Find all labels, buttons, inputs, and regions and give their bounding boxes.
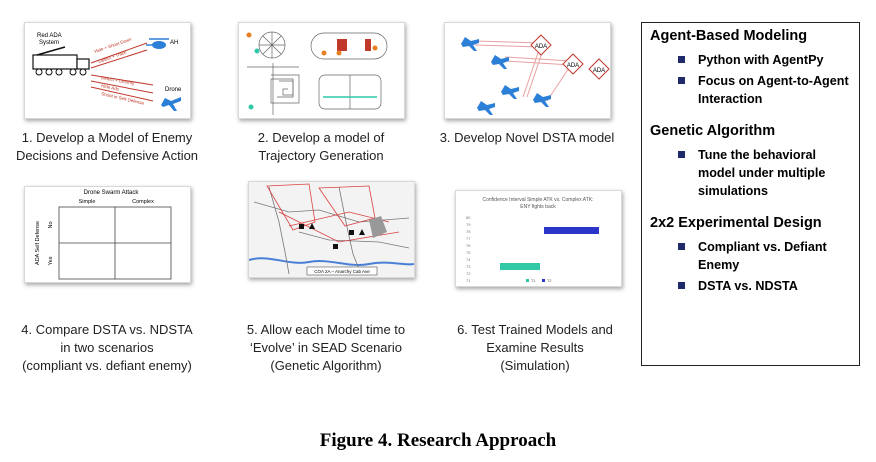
list-item: DSTA vs. NDSTA: [678, 277, 851, 295]
step-caption-5: 5. Allow each Model time to ‘Evolve’ in …: [246, 322, 406, 373]
y-tick: 79: [466, 222, 471, 227]
section-heading: Genetic Algorithm: [650, 123, 776, 139]
row-label-yes: Yes: [48, 256, 54, 265]
chart-title-1: Confidence Interval Simple ATK vs. Compl…: [483, 197, 594, 203]
square-bullet-icon: [678, 151, 685, 158]
y-tick: 78: [466, 229, 471, 234]
list-item: Focus on Agent-to-Agent Interaction: [678, 72, 851, 108]
ada-site-icon: [588, 58, 610, 80]
arrow-label: Detect + Track: [98, 49, 128, 63]
ada-site-icon: [562, 53, 584, 75]
step-caption-4: 4. Compare DSTA vs. NDSTA in two scenari…: [21, 322, 193, 373]
arrow-label: Hide + Shoot Down: [94, 36, 133, 54]
section-list: Tune the behavioral model under multiple…: [650, 146, 851, 200]
lower-bar: [500, 263, 540, 270]
y-tick: 77: [466, 236, 471, 241]
aircraft-icon: [491, 55, 509, 69]
arrow-label: Shoot in Self-Defense: [101, 91, 145, 106]
thumb-trajectory: [238, 22, 405, 119]
thumb-sead-map: COA 2A – Anarchy Cab Ave: [248, 181, 415, 278]
system-label-1: Red ADA: [37, 33, 62, 39]
square-bullet-icon: [678, 282, 685, 289]
list-item: Tune the behavioral model under multiple…: [678, 146, 851, 200]
thumb-results-chart: Confidence Interval Simple ATK vs. Compl…: [455, 190, 622, 287]
step-caption-1: 1. Develop a Model of Enemy Decisions an…: [15, 130, 199, 163]
chart-title-2: ENY fights back: [520, 204, 556, 210]
aircraft-icon: [477, 101, 495, 115]
ada-label: ADA: [535, 44, 547, 50]
square-bullet-icon: [678, 77, 685, 84]
ada-site-icon: [530, 34, 552, 56]
enemy-model-diagram: Red ADA System Hide + Shoot Down Detect …: [32, 33, 182, 111]
square-bullet-icon: [678, 56, 685, 63]
arrow-label: Detect + Destroy: [101, 75, 136, 86]
results-chart: Confidence Interval Simple ATK vs. Compl…: [466, 197, 599, 283]
aircraft-icon: [501, 85, 519, 99]
y-tick: 71: [466, 278, 471, 283]
legend-label: T1: [531, 279, 535, 283]
y-tick: 72: [466, 271, 471, 276]
helicopter-icon: [146, 38, 169, 49]
system-label-2: System: [39, 40, 59, 46]
step-caption-6: 6. Test Trained Models and Examine Resul…: [457, 322, 613, 373]
step-caption-3: 3. Develop Novel DSTA model: [439, 130, 615, 145]
y-tick: 73: [466, 264, 471, 269]
matrix-diagram: Drone Swarm Attack Simple Complex ADA Se…: [35, 190, 172, 280]
arrow-label: Hide Ads: [101, 83, 120, 92]
legend-label: T2: [547, 279, 551, 283]
legend-swatch: [526, 279, 529, 282]
trajectory-diagram: [246, 31, 388, 115]
y-tick: 74: [466, 257, 471, 262]
upper-bar: [544, 227, 599, 234]
ada-label: ADA: [593, 68, 605, 74]
drone-label: Drone: [165, 87, 182, 93]
section-list: Python with AgentPy Focus on Agent-to-Ag…: [650, 51, 851, 108]
step-caption-2: 2. Develop a model of Trajectory Generat…: [257, 130, 385, 163]
row-axis-label: ADA Self Defense: [35, 221, 41, 265]
aircraft-icon: [461, 37, 479, 51]
list-item: Python with AgentPy: [678, 51, 851, 69]
arrows: [90, 42, 154, 102]
ada-label: ADA: [567, 63, 579, 69]
thumb-enemy-model: Red ADA System Hide + Shoot Down Detect …: [24, 22, 191, 119]
thumb-dsta: ADA ADA ADA: [444, 22, 611, 119]
legend-swatch: [542, 279, 545, 282]
list-item: Compliant vs. Defiant Enemy: [678, 238, 851, 274]
drone-icon: [161, 97, 181, 111]
dsta-diagram: ADA ADA ADA: [461, 34, 610, 115]
ah-label: AH: [170, 40, 178, 46]
sead-map: COA 2A – Anarchy Cab Ave: [249, 182, 414, 277]
approach-summary-box: Agent-Based Modeling Python with AgentPy…: [641, 22, 860, 366]
row-label-no: No: [48, 221, 54, 228]
y-tick: 76: [466, 243, 471, 248]
figure-title: Figure 4. Research Approach: [319, 430, 557, 451]
matrix-title: Drone Swarm Attack: [84, 190, 140, 196]
col-label-simple: Simple: [79, 199, 96, 205]
section-heading: Agent-Based Modeling: [650, 28, 808, 44]
square-bullet-icon: [678, 243, 685, 250]
y-tick: 75: [466, 250, 471, 255]
col-label-complex: Complex: [132, 199, 154, 205]
aircraft-icon: [533, 93, 551, 107]
thumb-2x2-matrix: Drone Swarm Attack Simple Complex ADA Se…: [24, 186, 191, 283]
section-list: Compliant vs. Defiant Enemy DSTA vs. NDS…: [650, 238, 851, 295]
section-heading: 2x2 Experimental Design: [650, 215, 822, 231]
ada-truck-icon: [32, 46, 90, 76]
y-tick: 80: [466, 215, 471, 220]
map-label: COA 2A – Anarchy Cab Ave: [314, 269, 370, 274]
